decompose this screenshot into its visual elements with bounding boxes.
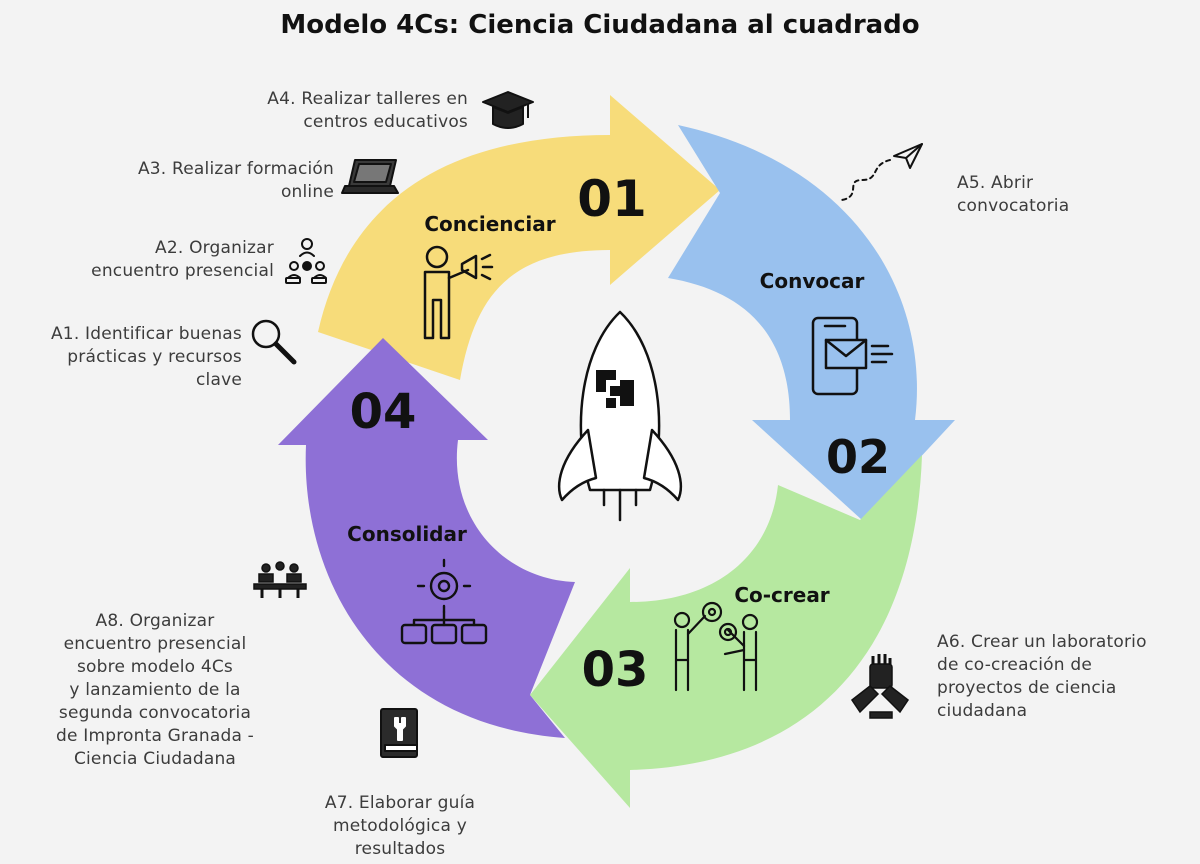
- graduation-cap-icon: [482, 91, 534, 129]
- arrow-convocar: [668, 125, 955, 520]
- activity-a4: A4. Realizar talleres en centros educati…: [230, 88, 468, 134]
- activity-a8-line-3: sobre modelo 4Cs: [76, 657, 233, 677]
- activity-a6: A6. Crear un laboratorio de co-creación …: [937, 631, 1177, 723]
- activity-a4-line-2: centros educativos: [303, 112, 468, 132]
- phone-mail-icon: [811, 316, 894, 396]
- activity-a6-line-4: ciudadana: [937, 701, 1028, 721]
- hands-together-icon: [850, 654, 910, 719]
- activity-a3-line-2: online: [280, 182, 334, 202]
- activity-a8-line-7: Ciencia Ciudadana: [73, 749, 237, 769]
- arrow-concienciar: [318, 95, 720, 380]
- laptop-icon: [341, 159, 399, 194]
- activity-a7: A7. Elaborar guía metodológica y resulta…: [290, 792, 510, 861]
- collaboration-gears-icon: [673, 601, 759, 692]
- activity-a3-line-1: A3. Realizar formación: [137, 159, 334, 179]
- activity-a8-line-1: A8. Organizar: [95, 611, 215, 631]
- activity-a7-line-3: resultados: [354, 839, 446, 859]
- activity-a6-line-2: de co-creación de: [937, 655, 1092, 675]
- activity-a8-line-2: encuentro presencial: [63, 634, 247, 654]
- activity-a1: A1. Identificar buenas prácticas y recur…: [30, 323, 242, 392]
- page-title: Modelo 4Cs: Ciencia Ciudadana al cuadrad…: [280, 10, 920, 40]
- phase-name-consolidar: Consolidar: [347, 522, 467, 546]
- activity-a5: A5. Abrir convocatoria: [957, 172, 1157, 218]
- activity-a1-line-3: clave: [195, 370, 242, 390]
- team-gear-icon: [285, 238, 327, 284]
- megaphone-person-icon: [423, 245, 494, 340]
- arrow-consolidar: [278, 338, 575, 738]
- phase-name-concienciar: Concienciar: [424, 212, 555, 236]
- activity-a5-line-2: convocatoria: [957, 196, 1070, 216]
- activity-a8-line-5: segunda convocatoria: [58, 703, 252, 723]
- gear-hierarchy-icon: [400, 558, 488, 645]
- activity-a8-line-6: de Impronta Granada -: [55, 726, 254, 746]
- paper-plane-icon: [841, 143, 923, 201]
- activity-a3: A3. Realizar formación online: [100, 158, 334, 204]
- phase-name-convocar: Convocar: [760, 269, 865, 293]
- activity-a6-line-1: A6. Crear un laboratorio: [937, 632, 1147, 652]
- activity-a1-line-1: A1. Identificar buenas: [50, 324, 242, 344]
- activity-a7-line-2: metodológica y: [333, 816, 467, 836]
- activity-a2-line-2: encuentro presencial: [91, 261, 274, 281]
- phase-number-03: 03: [582, 642, 649, 698]
- activity-a4-line-1: A4. Realizar talleres en: [267, 89, 468, 109]
- activity-a7-line-1: A7. Elaborar guía: [324, 793, 476, 813]
- meeting-table-icon: [253, 561, 307, 598]
- phase-number-01: 01: [577, 170, 647, 228]
- book-wrench-icon: [380, 708, 418, 758]
- activity-a2-line-1: A2. Organizar: [155, 238, 274, 258]
- activity-a2: A2. Organizar encuentro presencial: [70, 237, 274, 283]
- phase-number-02: 02: [826, 430, 890, 484]
- activity-a5-line-1: A5. Abrir: [957, 173, 1034, 193]
- phase-number-04: 04: [350, 384, 417, 440]
- activity-a8-line-4: y lanzamiento de la: [69, 680, 241, 700]
- activity-a1-line-2: prácticas y recursos: [67, 347, 242, 367]
- activity-a6-line-3: proyectos de ciencia: [937, 678, 1117, 698]
- activity-a8: A8. Organizar encuentro presencial sobre…: [25, 610, 285, 771]
- phase-name-cocrear: Co-crear: [734, 583, 829, 607]
- magnifier-icon: [251, 319, 297, 365]
- rocket-icon: [557, 310, 683, 522]
